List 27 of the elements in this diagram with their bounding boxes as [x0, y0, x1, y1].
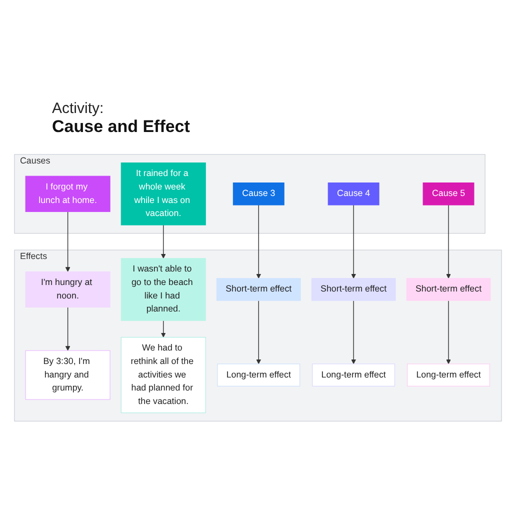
node-box: Cause 5	[422, 182, 474, 206]
arrow	[160, 224, 166, 259]
arrow	[160, 320, 166, 338]
arrow	[256, 204, 262, 279]
node-box: Long-term effect	[312, 364, 396, 386]
node-box: It rained for a whole week while I was on vacation.	[120, 162, 206, 226]
heading-label: Activity:	[52, 100, 105, 117]
node-box: Long-term effect	[407, 364, 490, 386]
node-box: Short-term effect	[406, 278, 491, 301]
arrow	[351, 204, 356, 279]
arrow	[256, 300, 262, 364]
arrow	[65, 211, 70, 272]
node-box: Long-term effect	[217, 364, 300, 386]
node-box: Short-term effect	[311, 278, 396, 301]
arrow	[65, 306, 70, 351]
node-box: I forgot my lunch at home.	[25, 176, 110, 212]
node-box: We had to rethink all of the activities we had planned for the vacation.	[120, 336, 206, 414]
node-box: Cause 4	[328, 182, 380, 206]
arrow	[446, 204, 451, 279]
node-box: Short-term effect	[216, 278, 301, 301]
arrow	[446, 300, 451, 364]
title: Cause and Effect	[52, 117, 190, 137]
node-box: I wasn't able to go to the beach like I had planned.	[120, 258, 206, 321]
node-box: I'm hungry at noon.	[25, 271, 110, 308]
arrow	[351, 300, 356, 364]
node-box: By 3:30, I'm hangry and grumpy.	[25, 350, 110, 400]
node-box: Cause 3	[232, 182, 284, 206]
